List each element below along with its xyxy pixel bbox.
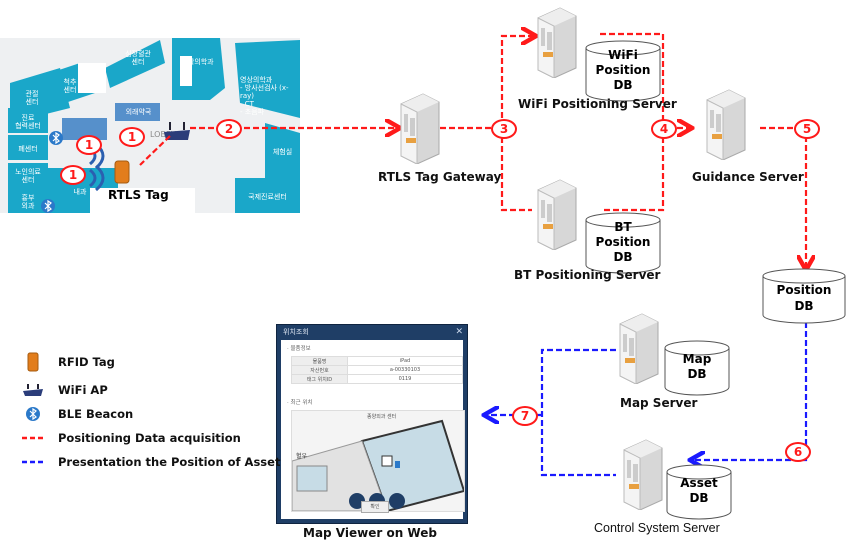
legend-label: Positioning Data acquisition	[58, 431, 241, 445]
map-server-label: Map Server	[620, 396, 698, 410]
map-viewer-label: Map Viewer on Web	[303, 526, 437, 540]
gateway-to-bt-line	[500, 128, 532, 212]
control-server-icon	[620, 438, 664, 514]
ap-to-tag-line	[139, 135, 171, 166]
map-area-label: 혈우	[296, 453, 308, 460]
home-icon	[389, 493, 405, 509]
wifi-server-icon	[534, 6, 578, 82]
section-item-info: · 물품정보	[287, 346, 311, 352]
wifi-to-guidance-line	[600, 32, 690, 128]
control-server-label: Control System Server	[594, 521, 720, 535]
gateway-server-icon	[397, 92, 441, 168]
ble-beacon-icon	[22, 405, 44, 423]
legend-label: Presentation the Position of Asset	[58, 455, 281, 469]
positiondb-to-control-line	[692, 322, 808, 460]
step-marker: 5	[794, 119, 820, 139]
legend-item: RFID Tag	[22, 352, 115, 372]
step-marker: 1	[119, 127, 145, 147]
ble-beacon-icon	[49, 131, 63, 145]
guidance-to-positiondb-line	[760, 126, 806, 268]
legend-label: WiFi AP	[58, 383, 108, 397]
guidance-server-label: Guidance Server	[692, 170, 804, 184]
step-marker: 4	[651, 119, 677, 139]
wifi-server-label: WiFi Positioning Server	[518, 97, 677, 111]
legend-item: Positioning Data acquisition	[22, 429, 241, 447]
step-marker: 7	[512, 406, 538, 426]
guidance-server-icon	[703, 88, 747, 164]
red-dashed-line-icon	[22, 429, 44, 447]
window-title: 위치조회	[283, 328, 309, 336]
bt-server-icon	[534, 178, 578, 254]
floor-plan-map	[0, 38, 300, 218]
section-recent-location: · 최근 위치	[287, 400, 313, 406]
step-marker: 6	[785, 442, 811, 462]
step-marker: 2	[216, 119, 242, 139]
legend-item: BLE Beacon	[22, 405, 133, 423]
confirm-button[interactable]: 확인	[361, 501, 389, 513]
ble-beacon-icon	[41, 199, 55, 213]
bt-server-label: BT Positioning Server	[514, 268, 661, 282]
mini-map[interactable]: 종양외과 센터 혈우	[291, 410, 465, 512]
gateway-to-wifi-line	[440, 36, 534, 130]
blue-dashed-line-icon	[22, 453, 44, 471]
map-to-viewer-line	[540, 348, 616, 477]
legend-label: RFID Tag	[58, 355, 115, 369]
gateway-label: RTLS Tag Gateway	[378, 170, 502, 184]
close-icon[interactable]: ✕	[455, 327, 463, 337]
wifi-ap-icon	[164, 122, 190, 140]
legend-item: Presentation the Position of Asset	[22, 453, 280, 471]
step-marker: 1	[76, 135, 102, 155]
step-marker: 3	[491, 119, 517, 139]
lobby-label: LOBBY	[150, 130, 176, 139]
location-marker-icon	[395, 461, 400, 468]
bt-to-guidance-line	[604, 128, 665, 212]
step-marker: 1	[60, 165, 86, 185]
map-server-icon	[616, 312, 660, 388]
rtls-tag-label: RTLS Tag	[108, 188, 169, 202]
rfid-tag-icon	[22, 352, 44, 372]
wifi-ap-icon	[22, 381, 44, 399]
legend-item: WiFi AP	[22, 381, 108, 399]
map-title: 종양외과 센터	[367, 414, 397, 420]
rfid-tag-icon	[114, 160, 130, 184]
legend-label: BLE Beacon	[58, 407, 134, 421]
